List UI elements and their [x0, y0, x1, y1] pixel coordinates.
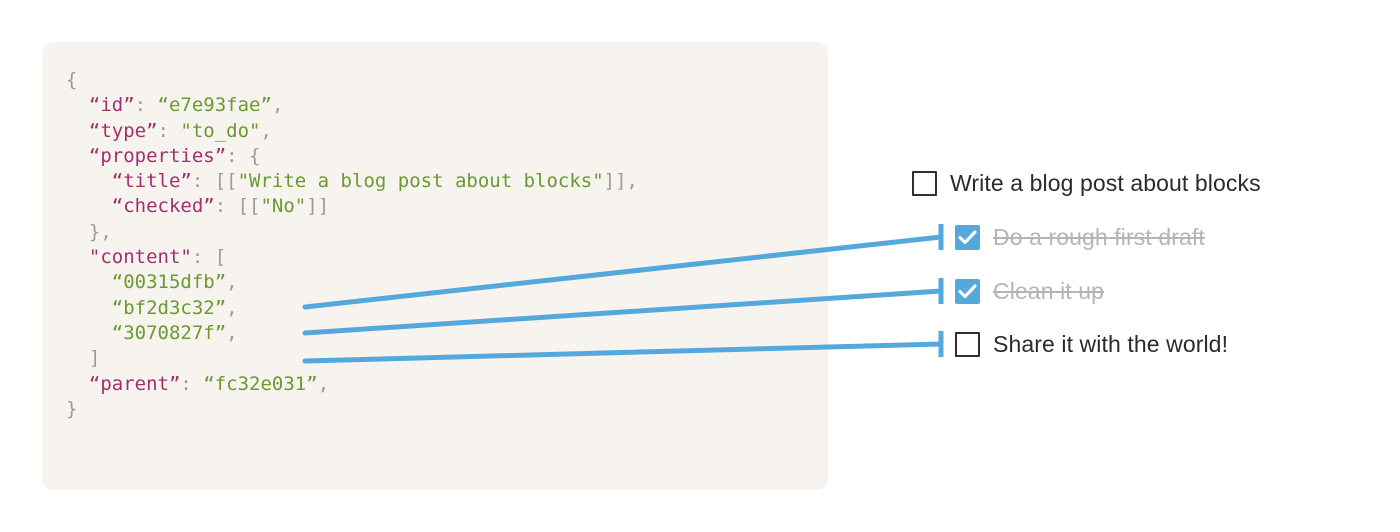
code-token-p: :	[134, 94, 158, 117]
code-token-k: “title”	[111, 170, 192, 193]
todo-item[interactable]: Clean it up	[955, 274, 1104, 308]
code-line: },	[66, 220, 638, 245]
json-code-text: { “id”: “e7e93fae”, “type”: "to_do", “pr…	[66, 68, 638, 422]
code-line: “3070827f”,	[66, 321, 638, 346]
code-token-p: ]],	[603, 170, 638, 193]
code-token-p: : [[	[214, 195, 261, 218]
todo-item-label: Write a blog post about blocks	[950, 169, 1261, 196]
code-token-s: “e7e93fae”	[157, 94, 272, 117]
code-line: ]	[66, 346, 638, 371]
todo-item[interactable]: Do a rough first draft	[955, 220, 1205, 254]
code-token-s: “fc32e031”	[203, 372, 318, 395]
checkbox-checked-icon[interactable]	[955, 278, 980, 304]
code-token-p: : [[	[191, 170, 238, 193]
code-line: {	[66, 68, 638, 93]
code-token-s: “3070827f”	[111, 321, 227, 344]
code-token-p: ,	[226, 271, 238, 294]
checkbox-checked-icon[interactable]	[955, 224, 980, 250]
code-token-p: {	[66, 69, 78, 91]
code-token-k: “type”	[88, 119, 158, 142]
todo-item-label: Do a rough first draft	[993, 223, 1205, 250]
code-token-p: :	[157, 119, 181, 142]
code-token-k: “id”	[88, 94, 135, 117]
code-token-p: ,	[260, 119, 272, 142]
code-token-p: }	[66, 397, 78, 420]
code-token-s: "No"	[260, 195, 307, 218]
code-token-p: },	[88, 220, 112, 243]
code-token-p: ]]	[306, 195, 330, 218]
todo-item-label: Share it with the world!	[993, 330, 1229, 357]
code-line: "content": [	[66, 245, 638, 270]
code-line: “type”: "to_do",	[66, 119, 638, 144]
code-line: }	[66, 397, 638, 422]
code-line: “properties”: {	[66, 144, 638, 169]
checkbox-unchecked-icon[interactable]	[912, 170, 937, 196]
todo-item-label: Clean it up	[993, 277, 1105, 304]
code-token-s: “00315dfb”	[111, 271, 227, 294]
code-token-p: ,	[226, 296, 238, 319]
code-token-k: “properties”	[88, 144, 227, 167]
code-line: “bf2d3c32”,	[66, 296, 638, 321]
code-line: “title”: [["Write a blog post about bloc…	[66, 169, 638, 194]
code-line: “parent”: “fc32e031”,	[66, 372, 638, 397]
todo-item[interactable]: Write a blog post about blocks	[912, 166, 1261, 200]
code-token-k: “parent”	[88, 372, 181, 395]
code-token-p: : {	[226, 144, 261, 167]
code-token-k: "content"	[88, 246, 192, 269]
code-token-p: : [	[191, 246, 227, 269]
todo-item[interactable]: Share it with the world!	[955, 327, 1228, 361]
code-line: “00315dfb”,	[66, 270, 638, 295]
code-token-p: :	[180, 372, 204, 395]
code-token-s: “bf2d3c32”	[111, 296, 227, 319]
code-line: “id”: “e7e93fae”,	[66, 93, 638, 118]
checkbox-unchecked-icon[interactable]	[955, 331, 980, 357]
code-token-p: ]	[88, 347, 101, 370]
code-token-p: ,	[271, 94, 284, 117]
code-token-p: ,	[226, 321, 238, 344]
code-token-s: "Write a blog post about blocks"	[237, 170, 604, 193]
code-token-s: "to_do"	[180, 119, 261, 142]
code-token-p: ,	[317, 372, 330, 395]
code-token-k: “checked”	[111, 195, 215, 218]
code-line: “checked”: [["No"]]	[66, 194, 638, 219]
